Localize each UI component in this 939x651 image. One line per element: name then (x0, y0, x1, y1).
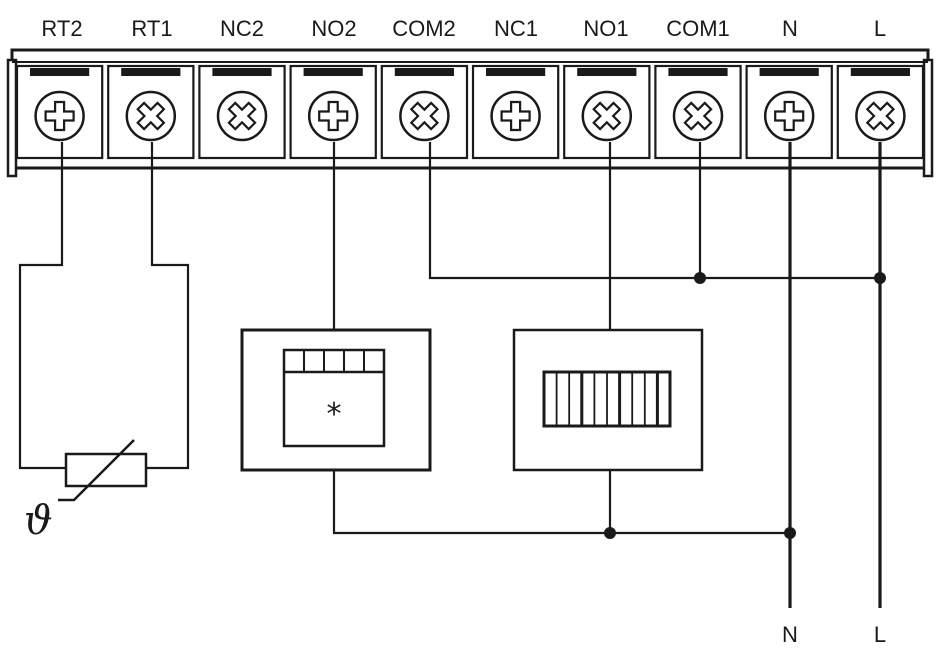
terminal-rt2 (15, 64, 104, 160)
terminal-clamp (486, 68, 546, 76)
terminal-label-no1: NO1 (583, 16, 628, 41)
screw-slot-x-icon (409, 101, 440, 131)
screw-slot-cross-icon (774, 100, 805, 132)
screw-slot-x-icon (592, 101, 622, 131)
terminal-clamp (212, 68, 272, 76)
terminal-clamp (577, 68, 637, 76)
sensor-symbol: ϑ (24, 498, 53, 544)
junction-load1-return (604, 527, 616, 539)
terminal-label-no2: NO2 (311, 16, 356, 41)
terminal-n (745, 64, 833, 160)
terminal-clamp (668, 68, 728, 76)
load-2-panel (282, 348, 386, 448)
wire-rt2-sensor (18, 142, 66, 470)
screw-slot-cross-icon (500, 100, 531, 132)
screw-slot-x-icon (865, 101, 896, 131)
screw-slot-cross-icon (44, 100, 75, 132)
terminal-no1 (563, 64, 651, 160)
terminal-label-com1: COM1 (666, 16, 730, 41)
terminal-rt1 (107, 64, 195, 160)
wire-rt1-sensor (146, 142, 190, 470)
terminal-clamp (850, 68, 910, 76)
supply-label-l: L (874, 622, 886, 647)
wire-com2-bus (428, 142, 880, 280)
terminal-labels: RT2 RT1 NC2 NO2 COM2 NC1 NO1 COM1 N L (41, 16, 886, 41)
junction-line (874, 272, 886, 284)
snowflake-icon: * (327, 397, 342, 432)
junctions (604, 272, 886, 539)
terminal-cell (107, 64, 195, 160)
heater-fins (555, 372, 659, 426)
terminal-nc2 (198, 64, 286, 160)
terminal-block-right-tab (922, 58, 934, 178)
terminal-label-n: N (782, 16, 798, 41)
terminal-com2 (380, 64, 469, 160)
terminal-clamp (30, 68, 90, 76)
terminal-label-com2: COM2 (392, 16, 456, 41)
terminal-clamp (303, 68, 363, 76)
screw-slot-x-icon (227, 101, 257, 131)
terminal-cells (15, 64, 925, 160)
terminal-label-l: L (874, 16, 886, 41)
temperature-sensor: ϑ (24, 439, 148, 544)
junction-neutral (784, 527, 796, 539)
terminal-com1 (654, 64, 742, 160)
thermistor-slope-icon (58, 439, 135, 502)
supply-lines (788, 142, 882, 608)
terminal-clamp (759, 68, 819, 76)
terminal-label-nc2: NC2 (220, 16, 264, 41)
wiring (18, 142, 880, 535)
terminal-block-left-tab (6, 58, 18, 178)
load-2-cooling-unit: * (240, 328, 432, 472)
terminal-label-nc1: NC1 (494, 16, 538, 41)
terminal-clamp (121, 68, 181, 76)
screw-slot-x-icon (683, 101, 713, 131)
load-1-heater-unit (512, 328, 704, 472)
supply-label-n: N (782, 622, 798, 647)
thermistor-icon (64, 452, 148, 488)
screw-slot-cross-icon (318, 100, 349, 132)
terminal-cell (380, 64, 469, 160)
terminal-nc1 (471, 64, 560, 160)
terminal-label-rt1: RT1 (131, 16, 172, 41)
terminal-label-rt2: RT2 (41, 16, 82, 41)
junction-com1 (694, 272, 706, 284)
terminal-clamp (394, 68, 454, 76)
wire-load2-neutral (332, 470, 790, 535)
screw-slot-x-icon (136, 101, 166, 131)
supply-labels: N L (782, 622, 886, 647)
